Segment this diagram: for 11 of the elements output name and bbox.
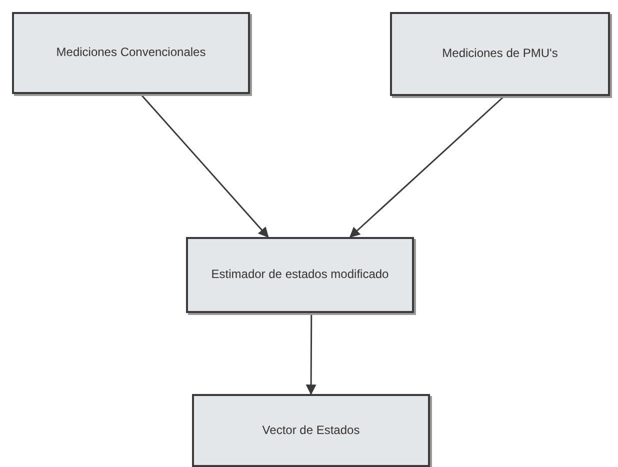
process-box: [192, 394, 430, 467]
process-box: [186, 237, 414, 313]
arrow: [306, 313, 316, 396]
arrow: [349, 95, 505, 238]
process-box: [12, 12, 250, 94]
arrow: [140, 94, 269, 238]
box-label: Mediciones Convencionales: [56, 45, 206, 61]
box-label: Vector de Estados: [262, 422, 360, 438]
process-box: [390, 12, 610, 96]
box-label: Estimador de estados modificado: [211, 267, 389, 283]
box-label: Mediciones de PMU's: [442, 46, 558, 62]
